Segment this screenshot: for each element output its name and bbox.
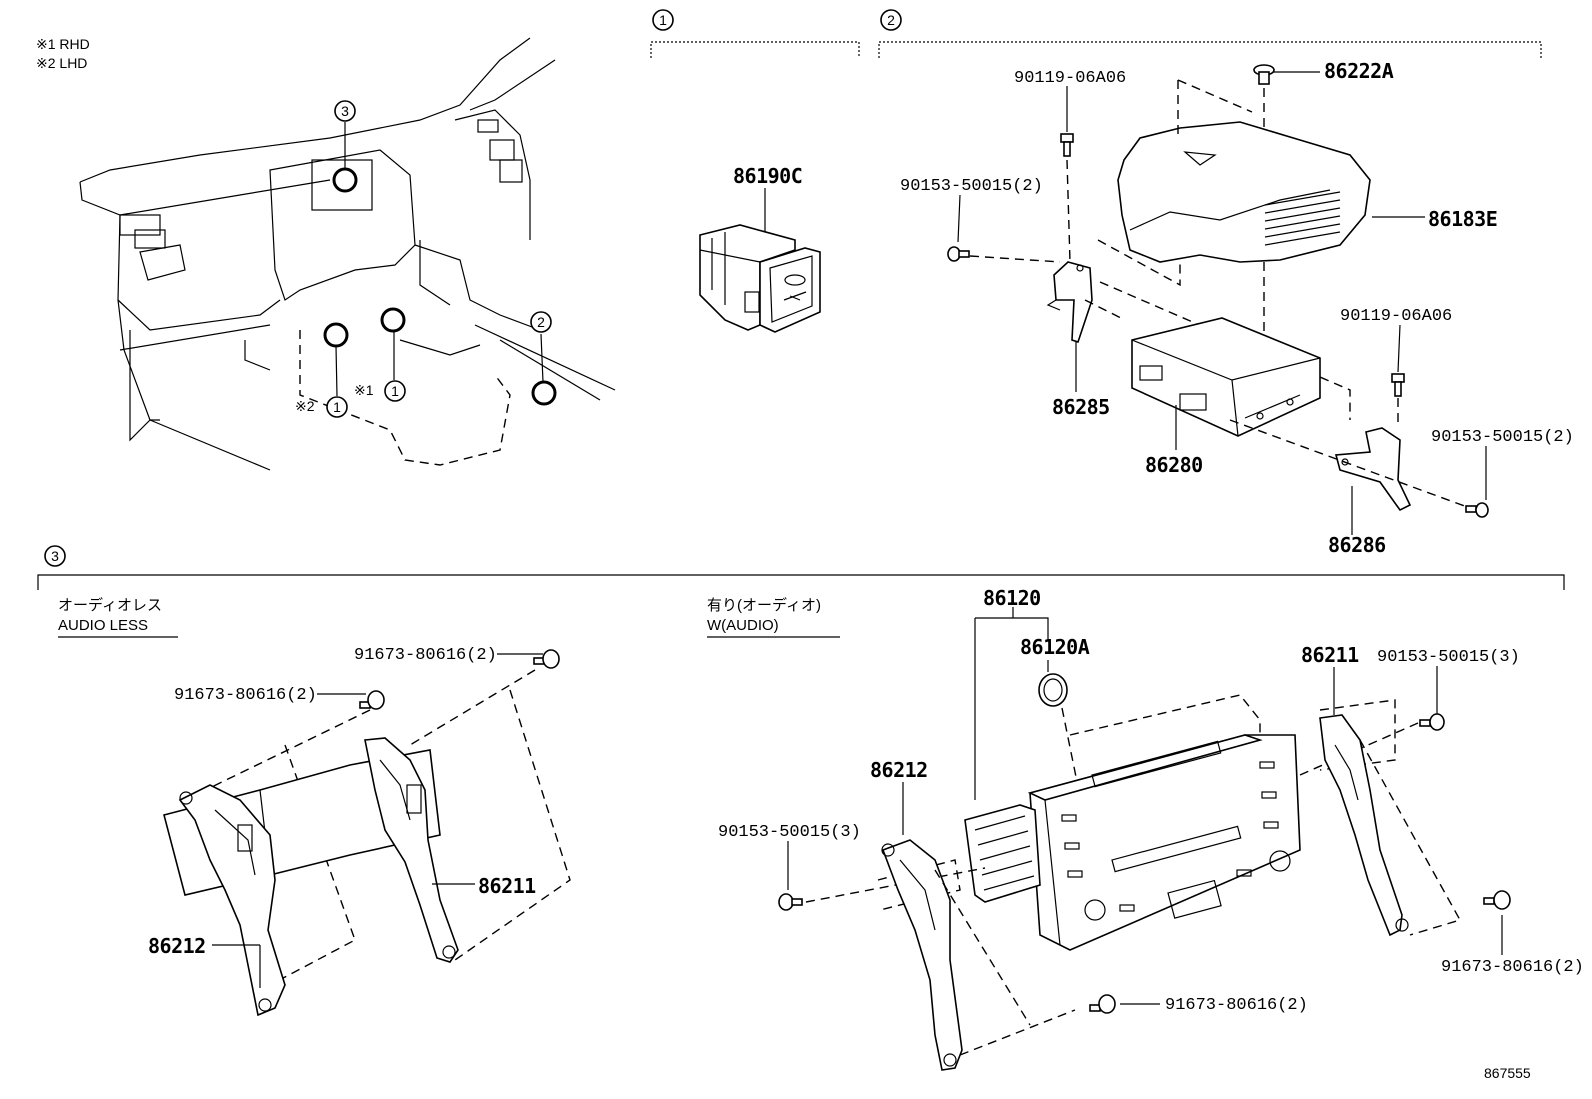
wa-screw-right-top — [1419, 713, 1445, 731]
callout-1-lhd: 1 — [333, 399, 341, 415]
label-wa-86212: 86212 — [870, 758, 928, 782]
label-86120A: 86120A — [1020, 635, 1090, 659]
label-wa-90153-50015-left: 90153-50015(3) — [718, 823, 861, 842]
wa-screw-bottom — [1089, 994, 1116, 1014]
clip-top — [1253, 64, 1275, 85]
label-86286: 86286 — [1328, 533, 1386, 557]
label-wa-91673-80616-right: 91673-80616(2) — [1441, 958, 1584, 977]
receiver-86120 — [1027, 734, 1301, 951]
screw-right — [1465, 502, 1489, 518]
label-86285: 86285 — [1052, 395, 1110, 419]
label-90119-06A06-top: 90119-06A06 — [1014, 69, 1126, 88]
label-86120: 86120 — [983, 586, 1041, 610]
callout-2: 2 — [537, 314, 545, 330]
al-bracket-86212 — [178, 784, 286, 1017]
section-3-number: 3 — [51, 548, 59, 564]
bolt-right — [1391, 373, 1405, 397]
label-al-86212: 86212 — [148, 934, 206, 958]
label-wa-86211: 86211 — [1301, 643, 1359, 667]
speaker-cover — [1117, 121, 1371, 263]
note-lhd: ※2 LHD — [36, 55, 87, 71]
bracket-86286 — [1334, 427, 1412, 512]
al-screw-top — [533, 649, 560, 669]
figure-id: 867555 — [1484, 1065, 1531, 1081]
part-86190C-label: 86190C — [733, 164, 802, 188]
label-wa-90153-50015-right: 90153-50015(3) — [1377, 648, 1520, 667]
usb-port-unit — [699, 224, 821, 333]
callout-3: 3 — [341, 103, 349, 119]
label-90153-50015-right: 90153-50015(2) — [1431, 428, 1574, 447]
section-2-number: 2 — [887, 12, 895, 28]
w-audio-jp: 有り(オーディオ) — [707, 596, 821, 614]
w-audio-en: W(AUDIO) — [707, 617, 779, 634]
mark-rhd: ※1 — [354, 382, 374, 398]
receiver-heatsink — [964, 804, 1041, 903]
al-screw-left — [359, 690, 385, 710]
note-rhd: ※1 RHD — [36, 36, 90, 52]
audio-less-jp: オーディオレス — [58, 596, 162, 614]
knob-86120A — [1038, 673, 1068, 707]
bracket-86285 — [1046, 261, 1093, 344]
label-al-91673-80616-left: 91673-80616(2) — [174, 686, 317, 705]
section-2: 2 90119-06A06 86222A 90153-50015(2) — [878, 9, 1574, 557]
wa-screw-right-bottom — [1483, 890, 1511, 910]
label-86280: 86280 — [1145, 453, 1203, 477]
label-90119-06A06-right: 90119-06A06 — [1340, 307, 1452, 326]
audio-less-en: AUDIO LESS — [58, 617, 148, 634]
dashboard-overview: 3 2 1 1 ※2 ※1 — [79, 37, 616, 471]
label-al-91673-80616-top: 91673-80616(2) — [354, 646, 497, 665]
section-1: 1 86190C — [650, 9, 860, 333]
section-3: 3 オーディオレス AUDIO LESS 91673-80616(2) 9167… — [37, 545, 1584, 1071]
bolt-top — [1060, 133, 1074, 157]
label-90153-50015-left: 90153-50015(2) — [900, 177, 1043, 196]
label-wa-91673-80616-bottom: 91673-80616(2) — [1165, 996, 1308, 1015]
label-al-86211: 86211 — [478, 874, 536, 898]
wa-screw-left — [778, 893, 803, 911]
mark-lhd: ※2 — [295, 398, 315, 414]
section-1-number: 1 — [659, 12, 667, 28]
amplifier-86280 — [1131, 317, 1321, 437]
screw-left — [947, 246, 970, 262]
al-bracket-86211 — [364, 737, 459, 963]
label-86183E: 86183E — [1428, 207, 1497, 231]
label-86222A: 86222A — [1324, 59, 1394, 83]
wa-bracket-86212 — [881, 839, 963, 1071]
callout-1-rhd: 1 — [391, 383, 399, 399]
